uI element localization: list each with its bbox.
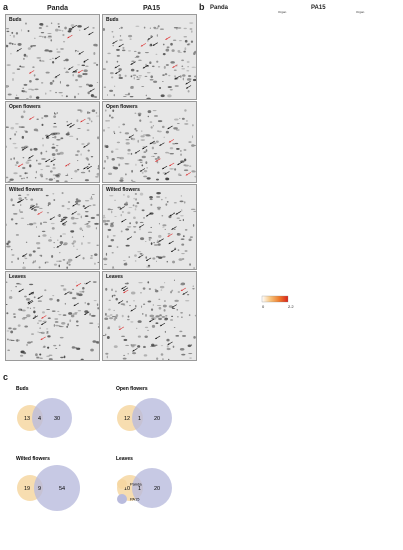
gel-pa15-buds: Buds	[102, 14, 197, 100]
panel-a-panda-header: Panda	[47, 5, 69, 12]
venn-shared-count: 1	[138, 416, 141, 422]
gel-spots	[6, 280, 99, 360]
gel-panda-leaves: Leaves	[5, 271, 100, 361]
gel-label: Buds	[106, 17, 119, 23]
legend-swatch	[117, 479, 127, 489]
heatmap-panda-organ-header: Organ	[278, 10, 287, 14]
gel-spots	[103, 22, 196, 99]
panel-b-label: b	[199, 2, 205, 12]
gel-label: Open flowers	[106, 104, 138, 110]
legend-label: Panda	[130, 482, 142, 487]
venn-pa15-circle	[32, 398, 72, 438]
gel-pa15-leaves: Leaves	[102, 271, 197, 361]
gel-pa15-wilted-flowers: Wilted flowers	[102, 184, 197, 270]
venn-pa15-only-count: 20	[154, 486, 160, 492]
panel-a-label: a	[3, 2, 9, 12]
gel-spots	[103, 279, 196, 360]
venn-pa15-circle	[132, 468, 172, 508]
gel-spots	[103, 191, 196, 269]
venn-open-flowers: Open flowers 12 1 20	[116, 386, 172, 438]
legend-label: PA15	[130, 497, 140, 502]
venn-title: Wilted flowers	[16, 456, 50, 462]
venn-shared-count: 4	[38, 416, 41, 422]
venn-title: Leaves	[116, 456, 133, 462]
venn-buds: Buds 13 4 30	[16, 386, 72, 438]
gel-spots	[6, 22, 99, 99]
venn-wilted-flowers: Wilted flowers 19 9 54	[16, 456, 80, 511]
heatmap-figure	[261, 295, 289, 303]
venn-title: Buds	[16, 386, 29, 392]
gel-label: Wilted flowers	[9, 187, 43, 193]
venn-pa15-only-count: 20	[154, 416, 160, 422]
panel-a-pa15-header: PA15	[143, 5, 160, 12]
gel-label: Open flowers	[9, 104, 41, 110]
expression-color-scale	[261, 295, 289, 303]
scale-max-label: 2.2	[288, 304, 294, 309]
venn-shared-count: 9	[38, 486, 41, 492]
gel-label: Wilted flowers	[106, 187, 140, 193]
venn-pa15-only-count: 30	[54, 416, 60, 422]
gel-label: Leaves	[9, 274, 26, 280]
heatmap-panda-title: Panda	[210, 5, 229, 11]
gel-pa15-open-flowers: Open flowers	[102, 101, 197, 183]
gel-spots	[6, 109, 99, 182]
gel-spots	[103, 109, 196, 182]
venn-panda-only-count: 12	[124, 416, 130, 422]
venn-panda-only-count: 10	[124, 486, 130, 492]
venn-title: Open flowers	[116, 386, 148, 392]
scale-min-label: 0	[262, 304, 265, 309]
heatmap-pa15-title: PA15	[311, 5, 326, 11]
venn-pa15-circle	[132, 398, 172, 438]
panel-c-label: c	[3, 372, 9, 382]
gel-panda-buds: Buds	[5, 14, 100, 100]
gel-label: Leaves	[106, 274, 123, 280]
venn-pa15-only-count: 54	[59, 486, 65, 492]
gel-spots	[6, 191, 99, 269]
venn-pa15-circle	[34, 465, 80, 511]
gel-panda-open-flowers: Open flowers	[5, 101, 100, 183]
heatmap-pa15-organ-header: Organ	[356, 10, 365, 14]
gel-label: Buds	[9, 17, 22, 23]
gel-panda-wilted-flowers: Wilted flowers	[5, 184, 100, 270]
venn-panda-only-count: 19	[24, 486, 30, 492]
venn-shared-count: 1	[138, 486, 141, 492]
venn-panda-only-count: 13	[24, 416, 30, 422]
legend-swatch	[117, 494, 127, 504]
